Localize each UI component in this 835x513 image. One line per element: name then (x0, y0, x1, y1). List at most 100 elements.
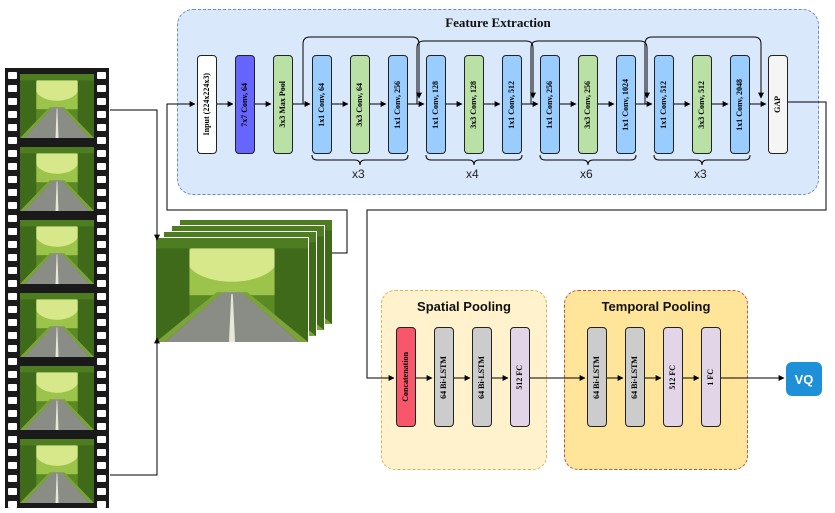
block-sp-bilstm-1: 64 Bi-LSTM (434, 327, 454, 427)
film-sprocket-hole (8, 111, 17, 118)
feature-extraction-title: Feature Extraction (445, 15, 551, 30)
film-sprocket-hole (8, 72, 17, 79)
film-sprocket-hole (8, 215, 17, 222)
block-s2-conv1-label: 1x1 Conv, 128 (431, 80, 440, 129)
film-sprocket-hole (97, 358, 106, 365)
block-s1-conv3: 1x1 Conv, 256 (388, 55, 408, 154)
film-sprocket-hole (97, 111, 106, 118)
group-multiplier-3: x6 (580, 167, 593, 181)
block-tp-bilstm-2-label: 64 Bi-LSTM (630, 355, 639, 399)
film-frame (20, 220, 94, 284)
block-sp-bilstm-2: 64 Bi-LSTM (472, 327, 492, 427)
block-concatenation: Concatenation (396, 327, 416, 427)
film-sprocket-hole (97, 124, 106, 131)
block-s3-conv2-label: 3x3 Conv, 256 (583, 80, 592, 129)
film-sprocket-hole (97, 423, 106, 430)
film-sprocket-hole (97, 449, 106, 456)
block-conv7x7: 7x7 Conv, 64 (235, 55, 255, 154)
block-s1-conv1: 1x1 Conv, 64 (312, 55, 332, 154)
film-sprocket-hole (8, 475, 17, 482)
film-sprocket-hole (97, 189, 106, 196)
film-sprocket-hole (8, 410, 17, 417)
block-s2-conv3: 1x1 Conv, 512 (502, 55, 522, 154)
film-sprocket-hole (97, 345, 106, 352)
film-sprocket-hole (97, 319, 106, 326)
film-sprocket-hole (8, 423, 17, 430)
film-sprocket-hole (97, 501, 106, 508)
film-sprocket-hole (8, 150, 17, 157)
block-s3-conv1-label: 1x1 Conv, 256 (545, 80, 554, 129)
film-sprocket-hole (8, 332, 17, 339)
stacked-frame (156, 238, 308, 342)
block-maxpool: 3x3 Max Pool (273, 55, 293, 154)
film-sprocket-hole (97, 72, 106, 79)
block-s1-conv2: 3x3 Conv, 64 (350, 55, 370, 154)
film-sprocket-hole (97, 436, 106, 443)
film-sprocket-hole (97, 163, 106, 170)
group-multiplier-2: x4 (466, 167, 479, 181)
film-sprocket-hole (8, 319, 17, 326)
spatial-pooling-title: Spatial Pooling (417, 299, 511, 314)
block-sp-bilstm-1-label: 64 Bi-LSTM (439, 355, 448, 399)
film-sprocket-hole (8, 176, 17, 183)
temporal-pooling-title: Temporal Pooling (601, 299, 711, 314)
film-sprocket-hole (97, 371, 106, 378)
film-sprocket-hole (8, 488, 17, 495)
block-s1-conv1-label: 1x1 Conv, 64 (317, 82, 326, 127)
group-multiplier-4: x3 (694, 167, 707, 181)
block-gap: GAP (768, 55, 788, 154)
film-sprocket-hole (8, 189, 17, 196)
film-sprocket-hole (8, 358, 17, 365)
film-sprocket-hole (97, 462, 106, 469)
film-sprocket-hole (8, 293, 17, 300)
block-sp-fc-label: 512 FC (515, 364, 524, 390)
block-s2-conv2: 3x3 Conv, 128 (464, 55, 484, 154)
block-s2-conv1: 1x1 Conv, 128 (426, 55, 446, 154)
film-sprocket-hole (8, 462, 17, 469)
film-sprocket-hole (8, 241, 17, 248)
block-tp-fc-512-label: 512 FC (668, 364, 677, 390)
film-sprocket-hole (8, 267, 17, 274)
film-sprocket-hole (8, 124, 17, 131)
film-sprocket-hole (8, 254, 17, 261)
film-sprocket-hole (97, 384, 106, 391)
film-sprocket-hole (8, 449, 17, 456)
film-sprocket-hole (97, 332, 106, 339)
block-tp-fc-1: 1 FC (701, 327, 721, 427)
film-sprocket-hole (8, 371, 17, 378)
block-s3-conv3-label: 1x1 Conv, 1024 (621, 78, 630, 131)
block-input: Input (224x224x3) (197, 55, 217, 154)
film-sprocket-hole (8, 137, 17, 144)
block-tp-fc-512: 512 FC (663, 327, 683, 427)
film-sprocket-hole (97, 241, 106, 248)
block-sp-fc: 512 FC (510, 327, 530, 427)
film-sprocket-hole (97, 150, 106, 157)
block-s3-conv3: 1x1 Conv, 1024 (616, 55, 636, 154)
block-s4-conv3: 1x1 Conv, 2048 (730, 55, 750, 154)
block-sp-bilstm-2-label: 64 Bi-LSTM (477, 355, 486, 399)
block-concatenation-label: Concatenation (401, 352, 410, 402)
block-gap-label: GAP (773, 96, 782, 113)
film-sprocket-hole (97, 176, 106, 183)
film-sprocket-hole (8, 85, 17, 92)
block-s2-conv2-label: 3x3 Conv, 128 (469, 80, 478, 129)
film-sprocket-hole (97, 475, 106, 482)
block-s2-conv3-label: 1x1 Conv, 512 (507, 80, 516, 129)
film-sprocket-hole (8, 384, 17, 391)
block-tp-bilstm-1-label: 64 Bi-LSTM (592, 355, 601, 399)
film-sprocket-hole (8, 202, 17, 209)
film-sprocket-hole (97, 98, 106, 105)
film-sprocket-hole (97, 137, 106, 144)
block-tp-bilstm-2: 64 Bi-LSTM (625, 327, 645, 427)
group-multiplier-1: x3 (352, 167, 365, 181)
block-s4-conv2-label: 3x3 Conv, 512 (697, 80, 706, 129)
film-frame (20, 439, 94, 503)
film-sprocket-hole (97, 397, 106, 404)
block-tp-fc-1-label: 1 FC (706, 368, 715, 386)
block-s4-conv2: 3x3 Conv, 512 (692, 55, 712, 154)
film-sprocket-hole (8, 98, 17, 105)
film-sprocket-hole (8, 280, 17, 287)
block-s4-conv3-label: 1x1 Conv, 2048 (735, 78, 744, 131)
film-frame (20, 74, 94, 138)
film-sprocket-hole (97, 410, 106, 417)
